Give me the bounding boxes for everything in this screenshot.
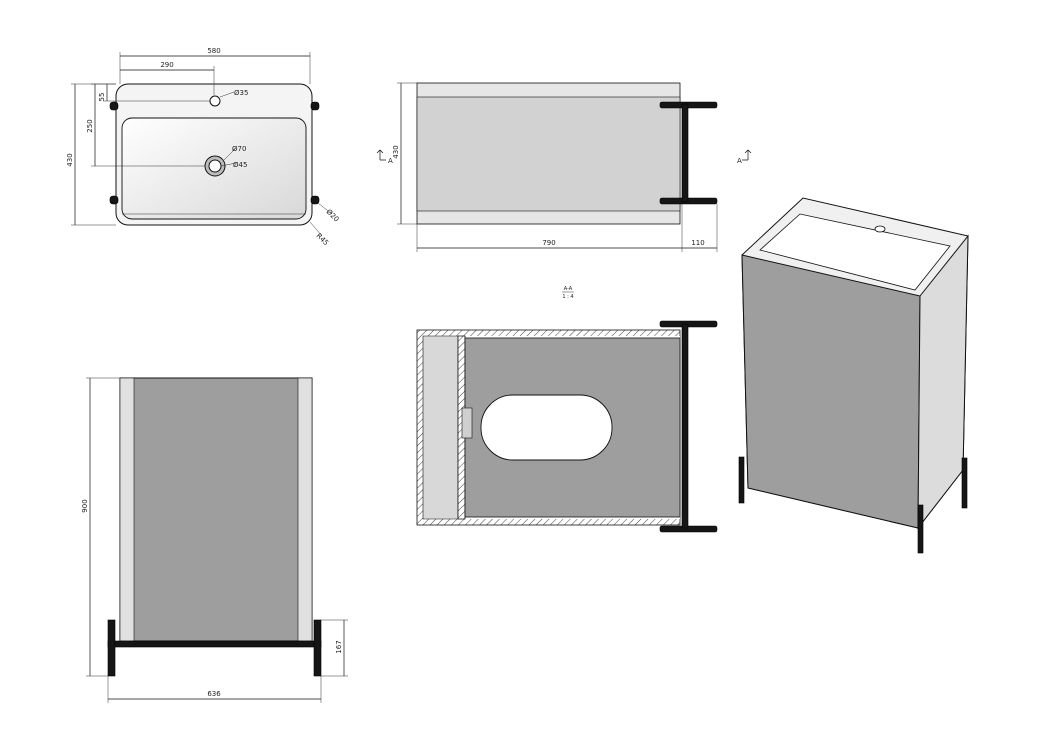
dim-leg-dia: Ø20: [325, 208, 341, 224]
isometric-view: [738, 197, 969, 554]
leg-top-right: [310, 101, 320, 111]
dim-580: 580: [207, 47, 220, 55]
dim-110: 110: [691, 239, 704, 247]
iso-basin: [759, 213, 951, 291]
tap-hole-icon: [209, 95, 221, 107]
dim-790: 790: [542, 239, 555, 247]
dim-430-side: 430: [392, 145, 400, 158]
dim-drain-inner: Ø45: [233, 161, 247, 169]
side-view: 430 790 110 A A: [376, 82, 752, 252]
section-view: [416, 320, 718, 533]
front-view: 900 167 636: [81, 377, 348, 703]
leg-bottom-left: [109, 195, 119, 205]
iso-front-face: [741, 254, 921, 529]
dim-55: 55: [98, 93, 106, 102]
dim-636: 636: [207, 690, 221, 698]
iso-tap-hole-icon: [874, 225, 886, 233]
section-marker-right: A: [737, 157, 742, 165]
section-label: A-A 1 : 4: [562, 286, 574, 300]
dim-corner-radius: R45: [315, 232, 330, 247]
dim-tap-dia: Ø35: [234, 89, 248, 97]
front-body: [119, 377, 313, 642]
dim-430-top: 430: [66, 153, 74, 166]
leg-bottom-right: [310, 195, 320, 205]
section-scale: 1 : 4: [562, 294, 573, 300]
dim-900: 900: [81, 499, 89, 512]
section-marker-left: A: [388, 157, 393, 165]
top-view: 580 290 55 250 430 Ø35 Ø70 Ø45 Ø20 R45: [66, 47, 340, 247]
section-arrow-right-icon: [742, 149, 752, 161]
drain-inner-icon: [208, 159, 222, 173]
section-arrow-left-icon: [376, 149, 386, 161]
side-view-body: [416, 96, 681, 212]
dim-250: 250: [86, 119, 94, 132]
dim-167: 167: [335, 640, 343, 653]
dim-drain-outer: Ø70: [232, 145, 246, 153]
section-opening: [480, 394, 613, 461]
section-name: A-A: [564, 286, 573, 292]
leg-top-left: [109, 101, 119, 111]
dim-290: 290: [160, 61, 173, 69]
